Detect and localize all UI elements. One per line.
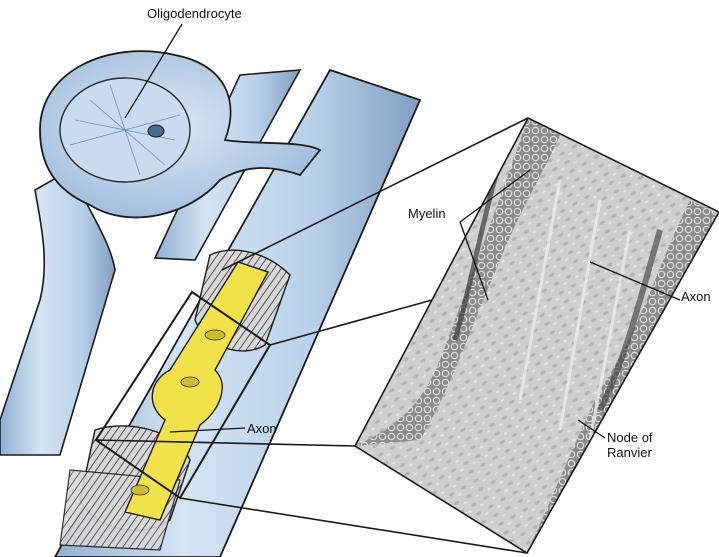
nucleolus	[148, 125, 164, 137]
axon-drawing-label: Axon	[247, 421, 277, 436]
node-of-ranvier-label-line2: Ranvier	[607, 445, 653, 460]
oligodendrocyte-label: Oligodendrocyte	[147, 6, 242, 21]
oligodendrocyte-process-lower	[0, 170, 115, 455]
electron-micrograph	[355, 118, 719, 553]
axon-micrograph-label: Axon	[681, 289, 711, 304]
myelin-label: Myelin	[408, 206, 446, 221]
node-of-ranvier-label: Node of Ranvier	[607, 430, 653, 460]
node-of-ranvier-label-line1: Node of	[607, 430, 653, 445]
